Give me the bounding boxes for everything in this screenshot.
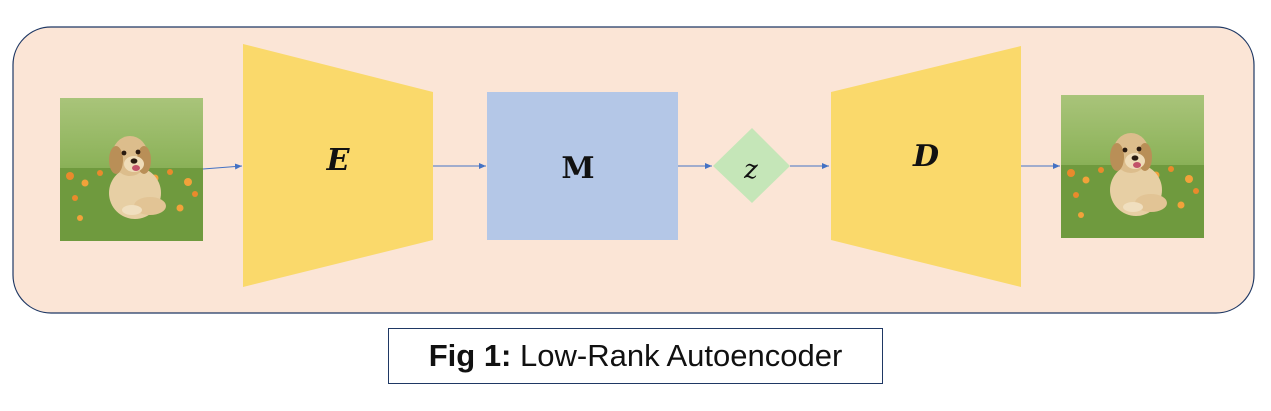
puppy-photo-icon [60,98,203,241]
caption-text: Low-Rank Autoencoder [520,338,843,373]
module-label: M [561,151,594,186]
decoder-block [831,46,1021,287]
figure-caption: Fig 1: Low-Rank Autoencoder [388,328,883,384]
puppy-photo-icon [1061,95,1204,238]
autoencoder-diagram: E M z D [12,26,1255,314]
latent-label: z [743,155,758,185]
arrow-input-to-encoder [202,163,243,170]
input-image [60,98,203,241]
encoder-block [243,44,433,287]
latent-node [713,128,790,203]
caption-prefix: Fig 1: [428,338,512,373]
output-image [1061,95,1204,238]
module-block [487,92,678,240]
encoder-label: E [326,143,351,178]
decoder-label: D [912,139,939,174]
